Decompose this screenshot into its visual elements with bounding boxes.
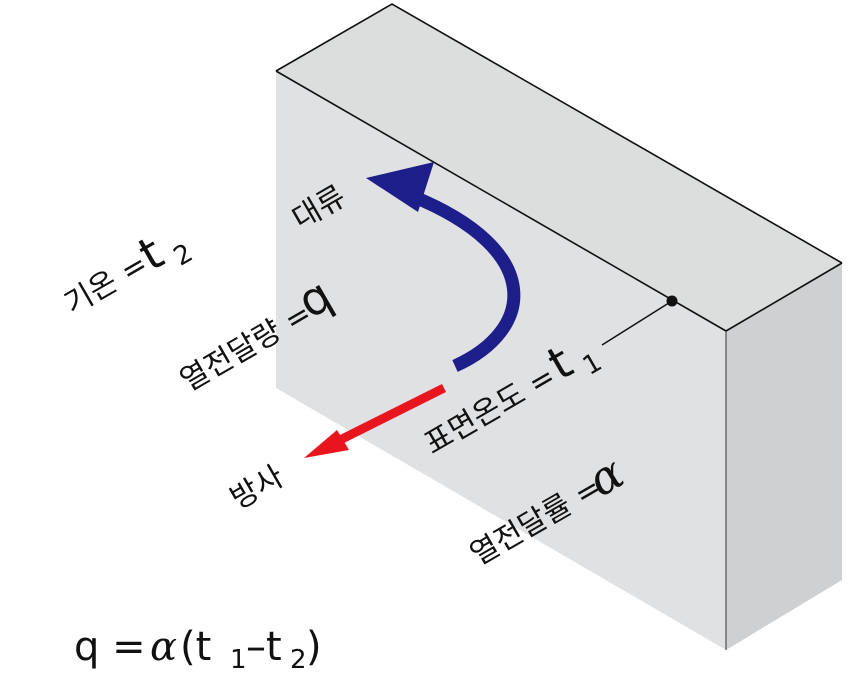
radiation-label: 방사 xyxy=(225,459,290,517)
formula-open-t: (t xyxy=(180,624,211,670)
formula-close: ) xyxy=(306,624,322,670)
convection-arrow xyxy=(366,162,521,372)
wall-edge-side-top xyxy=(725,262,843,332)
radiation-arrow xyxy=(304,383,447,458)
wall-top-face xyxy=(276,4,842,331)
wall-front-face xyxy=(276,71,726,650)
formula-sub1: 1 xyxy=(230,645,247,675)
air-temp-text: 기온 = xyxy=(59,247,154,322)
wall-edge-front-top xyxy=(275,70,727,332)
air-temp-label: 기온 = t 2 xyxy=(59,225,199,322)
wall-side-face xyxy=(726,263,842,650)
formula-alpha: α xyxy=(150,624,177,670)
radiation-text: 방사 xyxy=(225,459,290,517)
wall-block xyxy=(275,3,843,650)
surface-temp-leader-line xyxy=(601,300,673,346)
formula-sub2: 2 xyxy=(290,645,307,675)
formula: q = α (t 1 –t 2 ) xyxy=(74,624,322,675)
air-temp-subscript: 2 xyxy=(169,238,198,272)
formula-lhs: q = xyxy=(74,624,146,670)
formula-minus-t: –t xyxy=(246,624,282,670)
wall-edge-top xyxy=(275,3,843,264)
surface-temp-point xyxy=(666,295,678,307)
